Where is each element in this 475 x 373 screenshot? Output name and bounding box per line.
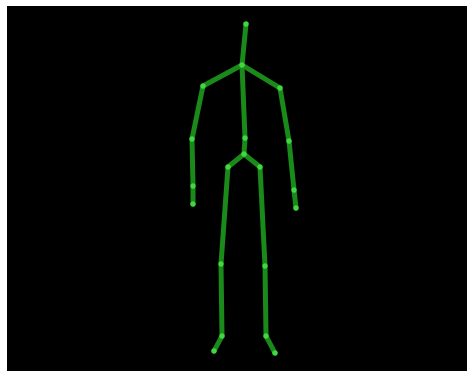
- joint-right-elbow: [286, 138, 292, 144]
- joint-spine: [242, 135, 248, 141]
- skeleton-viewport: [7, 6, 467, 371]
- joint-head: [243, 21, 249, 27]
- joint-left-ankle: [219, 333, 225, 339]
- bone-right-knee-to-right-ankle: [265, 266, 266, 336]
- joint-hip-center: [241, 151, 247, 157]
- joint-neck: [239, 62, 245, 68]
- joint-right-wrist: [291, 187, 297, 193]
- joint-right-hip: [257, 164, 263, 170]
- joint-right-hand: [293, 205, 299, 211]
- joint-left-hip: [225, 164, 231, 170]
- joint-left-knee: [218, 261, 224, 267]
- skeleton-figure: [7, 6, 467, 371]
- joint-right-shoulder: [277, 85, 283, 91]
- joint-left-shoulder: [200, 83, 206, 89]
- joint-left-wrist: [190, 183, 196, 189]
- joint-right-ankle: [263, 333, 269, 339]
- joint-right-foot: [272, 350, 278, 356]
- joint-left-foot: [211, 348, 217, 354]
- joint-left-elbow: [189, 136, 195, 142]
- bone-left-knee-to-left-ankle: [221, 264, 222, 336]
- bone-neck-to-spine: [242, 65, 245, 138]
- viewport-background: [7, 6, 467, 371]
- joint-right-knee: [262, 263, 268, 269]
- joint-left-hand: [190, 201, 196, 207]
- bone-left-elbow-to-left-wrist: [192, 139, 193, 186]
